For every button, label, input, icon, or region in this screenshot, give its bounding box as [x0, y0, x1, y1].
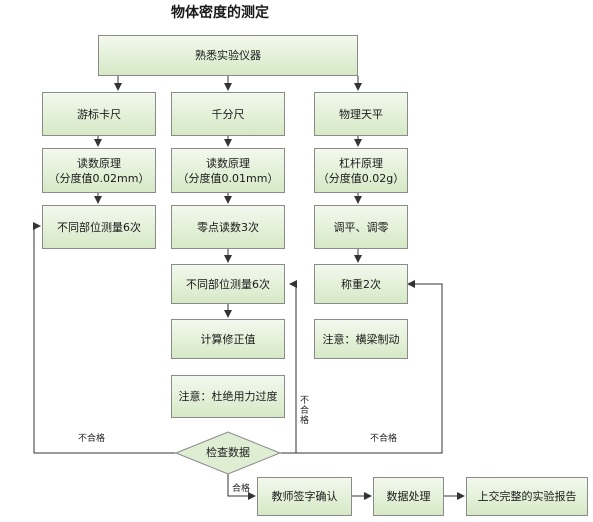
- vernier-precision-label: （分度值0.02mm）: [48, 171, 150, 185]
- correction-value-box: 计算修正值: [171, 319, 285, 359]
- level-zero-box: 调平、调零: [314, 205, 408, 249]
- vernier-principle-box: 读数原理（分度值0.02mm）: [42, 148, 156, 193]
- vernier-principle-label: 读数原理: [77, 156, 121, 170]
- fail-middle-label: 不合格: [300, 396, 310, 426]
- vernier-caliper-box: 游标卡尺: [42, 92, 156, 136]
- balance-note-box: 注意：横梁制动: [314, 319, 408, 359]
- balance-principle-box: 杠杆原理（分度值0.02g）: [314, 148, 408, 193]
- micrometer-precision-label: （分度值0.01mm）: [177, 171, 279, 185]
- balance-principle-label: 杠杆原理: [338, 156, 383, 170]
- weigh-box: 称重2次: [314, 264, 408, 304]
- micrometer-note-box: 注意：杜绝用力过度: [171, 375, 285, 418]
- familiarize-instruments-box: 熟悉实验仪器: [98, 35, 358, 76]
- data-processing-box: 数据处理: [373, 477, 444, 516]
- teacher-sign-box: 教师签字确认: [257, 477, 352, 516]
- zero-reading-box: 零点读数3次: [171, 205, 285, 249]
- check-data-label: 检查数据: [206, 446, 250, 459]
- balance-precision-label: （分度值0.02g）: [317, 171, 405, 185]
- micrometer-principle-label: 读数原理: [206, 156, 250, 170]
- pass-label: 合格: [232, 484, 251, 494]
- micrometer-measure-box: 不同部位测量6次: [171, 264, 285, 304]
- check-decision-diamond: [174, 431, 282, 475]
- balance-box: 物理天平: [314, 92, 408, 136]
- micrometer-principle-box: 读数原理（分度值0.01mm）: [171, 148, 285, 193]
- vernier-measure-box: 不同部位测量6次: [42, 205, 156, 249]
- fail-left-label: 不合格: [78, 434, 106, 444]
- fail-right-label: 不合格: [370, 434, 398, 444]
- micrometer-box: 千分尺: [171, 92, 285, 136]
- submit-report-box: 上交完整的实验报告: [466, 477, 588, 516]
- diagram-title: 物体密度的测定: [171, 5, 269, 21]
